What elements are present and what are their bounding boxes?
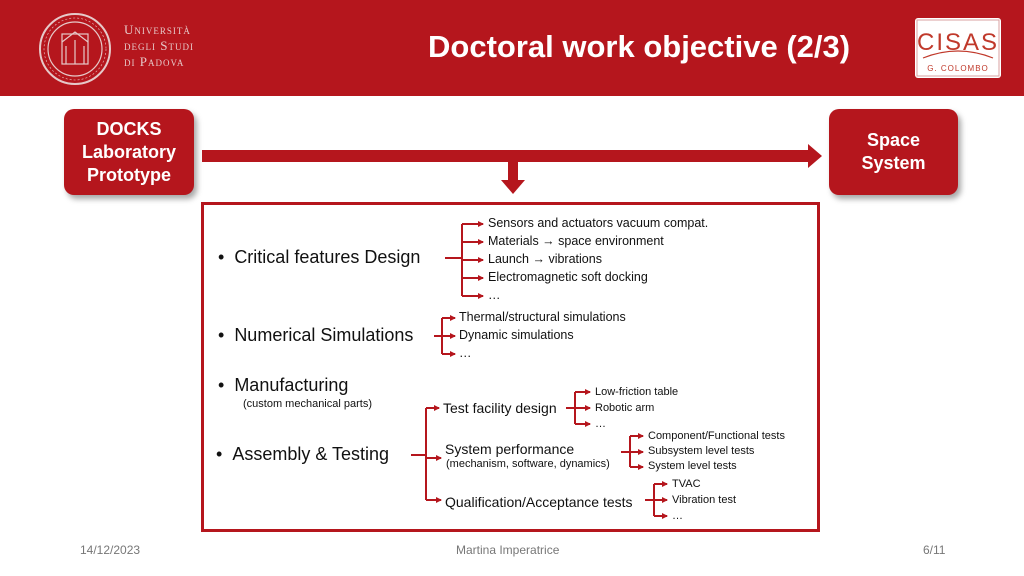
footer-author: Martina Imperatrice [456, 543, 560, 557]
system-performance-branch-connector [621, 433, 644, 470]
university-name-line: Università [124, 22, 191, 37]
test-facility-label: Test facility design [443, 400, 557, 416]
university-name: Università degli Studi di Padova [124, 22, 194, 70]
space-system-box: Space System [829, 109, 958, 195]
numerical-item: … [459, 346, 472, 360]
page-title: Doctoral work objective (2/3) [428, 29, 851, 64]
system-performance-item: Component/Functional tests [648, 430, 785, 442]
critical-item: Materials → space environment [488, 234, 664, 248]
manufacturing-label: Manufacturing [234, 375, 349, 395]
test-facility-item: … [595, 418, 606, 430]
test-facility-branch-connector [566, 389, 591, 427]
space-system-label: Space System [861, 130, 926, 173]
numerical-simulations-label: Numerical Simulations [234, 325, 414, 345]
header-bar: Università degli Studi di Padova Doctora… [0, 0, 1024, 96]
assembly-branch-connector [411, 405, 442, 503]
numerical-item: Thermal/structural simulations [459, 310, 626, 324]
bullet-numerical: • Numerical Simulations [218, 325, 414, 345]
system-performance-item: System level tests [648, 460, 737, 472]
docks-prototype-label: DOCKS Laboratory Prototype [81, 118, 177, 185]
critical-features-label: Critical features Design [234, 247, 421, 267]
docks-prototype-box: DOCKS Laboratory Prototype [64, 109, 194, 195]
numerical-branch-connector [434, 315, 456, 357]
system-performance-label: System performance [445, 441, 575, 457]
bullet-manufacturing: • Manufacturing [218, 375, 349, 395]
test-facility-item: Robotic arm [595, 402, 655, 414]
university-name-line: di Padova [124, 54, 185, 69]
cisas-logo-subtext: G. COLOMBO [927, 64, 989, 73]
critical-item: … [488, 288, 501, 302]
cisas-logo-icon: CISAS G. COLOMBO [916, 19, 1000, 77]
qualification-branch-connector [645, 481, 668, 519]
qualification-item: … [672, 510, 683, 522]
qualification-label: Qualification/Acceptance tests [445, 494, 633, 510]
main-flow-arrow [202, 144, 822, 168]
critical-item: Electromagnetic soft docking [488, 270, 648, 284]
critical-item: Sensors and actuators vacuum compat. [488, 216, 709, 230]
university-name-line: degli Studi [124, 38, 194, 53]
footer-date: 14/12/2023 [80, 543, 141, 557]
content-frame [201, 202, 820, 532]
bullet-critical: • Critical features Design [218, 247, 421, 267]
system-performance-note: (mechanism, software, dynamics) [446, 458, 610, 470]
manufacturing-note: (custom mechanical parts) [243, 398, 372, 410]
qualification-item: Vibration test [672, 494, 737, 506]
critical-branch-connector [445, 221, 484, 299]
numerical-item: Dynamic simulations [459, 328, 574, 342]
critical-item: Launch → vibrations [488, 252, 602, 266]
bullet-assembly: • Assembly & Testing [216, 444, 390, 464]
cisas-logo: CISAS G. COLOMBO [915, 18, 1001, 78]
assembly-testing-label: Assembly & Testing [232, 444, 390, 464]
down-arrow [501, 162, 525, 194]
test-facility-item: Low-friction table [595, 386, 679, 398]
university-seal-icon [39, 13, 111, 85]
qualification-item: TVAC [672, 478, 701, 490]
footer-page-number: 6/11 [923, 543, 946, 557]
system-performance-item: Subsystem level tests [648, 445, 755, 457]
